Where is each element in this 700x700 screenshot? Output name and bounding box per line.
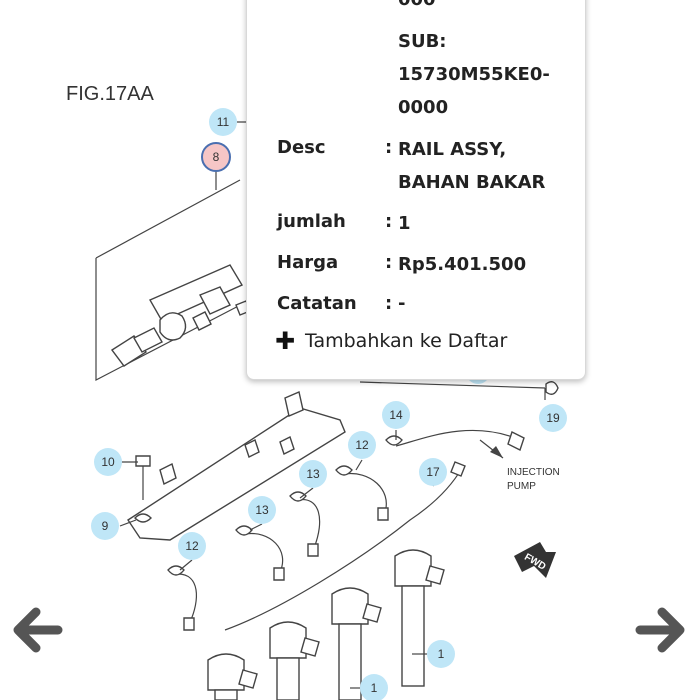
- fwd-arrow: FWD: [514, 542, 556, 578]
- note-label: Catatan: [277, 293, 357, 314]
- note-value: -: [398, 293, 406, 314]
- svg-text:13: 13: [306, 467, 320, 481]
- svg-text:11: 11: [217, 115, 230, 129]
- callout-12-top[interactable]: 12: [348, 431, 376, 459]
- qty-label: jumlah: [277, 211, 346, 232]
- desc-value-line-2: BAHAN BAKAR: [398, 172, 546, 193]
- callout-14[interactable]: 14: [382, 401, 410, 429]
- callout-17[interactable]: 17: [419, 458, 447, 486]
- callout-1-right[interactable]: 1: [427, 640, 455, 668]
- callout-13-mid[interactable]: 13: [248, 496, 276, 524]
- price-label: Harga: [277, 252, 339, 273]
- figure-label: FIG.17AA: [66, 83, 154, 105]
- bolt: [135, 455, 151, 500]
- svg-text:1: 1: [438, 647, 445, 661]
- part-detail-popup: 000 SUB: 15730M55KE0- 0000 Desc : RAIL A…: [246, 0, 586, 380]
- callout-13-top[interactable]: 13: [299, 460, 327, 488]
- price-value: Rp5.401.500: [398, 254, 527, 275]
- price-colon: :: [385, 252, 393, 273]
- note-colon: :: [385, 293, 393, 314]
- part-number-line-1: 000: [398, 0, 436, 10]
- svg-text:19: 19: [546, 411, 560, 425]
- desc-value-line-1: RAIL ASSY,: [398, 139, 507, 160]
- injectors: [207, 549, 445, 700]
- svg-text:12: 12: [355, 438, 369, 452]
- svg-text:13: 13: [255, 503, 269, 517]
- arrow-right-icon: [635, 607, 685, 653]
- prev-figure-button[interactable]: [8, 602, 64, 658]
- add-to-list-button[interactable]: ✚ Tambahkan ke Daftar: [275, 329, 507, 353]
- svg-text:10: 10: [101, 455, 115, 469]
- injection-pump-label-1: INJECTION: [507, 467, 560, 478]
- injection-pump-label-2: PUMP: [507, 481, 536, 492]
- arrow-left-icon: [13, 607, 63, 653]
- callout-11[interactable]: 11: [209, 108, 237, 136]
- fuel-rail-assembly: [95, 170, 251, 381]
- callout-1-bottom[interactable]: 1: [360, 674, 388, 700]
- desc-colon: :: [385, 137, 393, 158]
- qty-value: 1: [398, 213, 411, 234]
- part-number-line-2: SUB:: [398, 31, 447, 52]
- fuel-pipes: [167, 429, 525, 631]
- callout-19[interactable]: 19: [539, 404, 567, 432]
- svg-text:1: 1: [371, 681, 378, 695]
- next-figure-button[interactable]: [634, 602, 690, 658]
- part-number-line-3: 15730M55KE0-: [398, 64, 550, 85]
- svg-text:12: 12: [185, 539, 199, 553]
- add-to-list-label: Tambahkan ke Daftar: [305, 330, 508, 352]
- svg-text:14: 14: [389, 408, 403, 422]
- plus-icon: ✚: [275, 327, 296, 355]
- svg-text:8: 8: [213, 150, 220, 164]
- callout-9[interactable]: 9: [91, 512, 119, 540]
- desc-label: Desc: [277, 137, 326, 158]
- callout-8[interactable]: 8: [201, 142, 231, 172]
- part-number-line-4: 0000: [398, 97, 449, 118]
- clamp-bracket: [127, 381, 559, 541]
- callout-12-bottom[interactable]: 12: [178, 532, 206, 560]
- svg-text:17: 17: [426, 465, 440, 479]
- qty-colon: :: [385, 211, 393, 232]
- svg-text:9: 9: [102, 519, 109, 533]
- callout-10[interactable]: 10: [94, 448, 122, 476]
